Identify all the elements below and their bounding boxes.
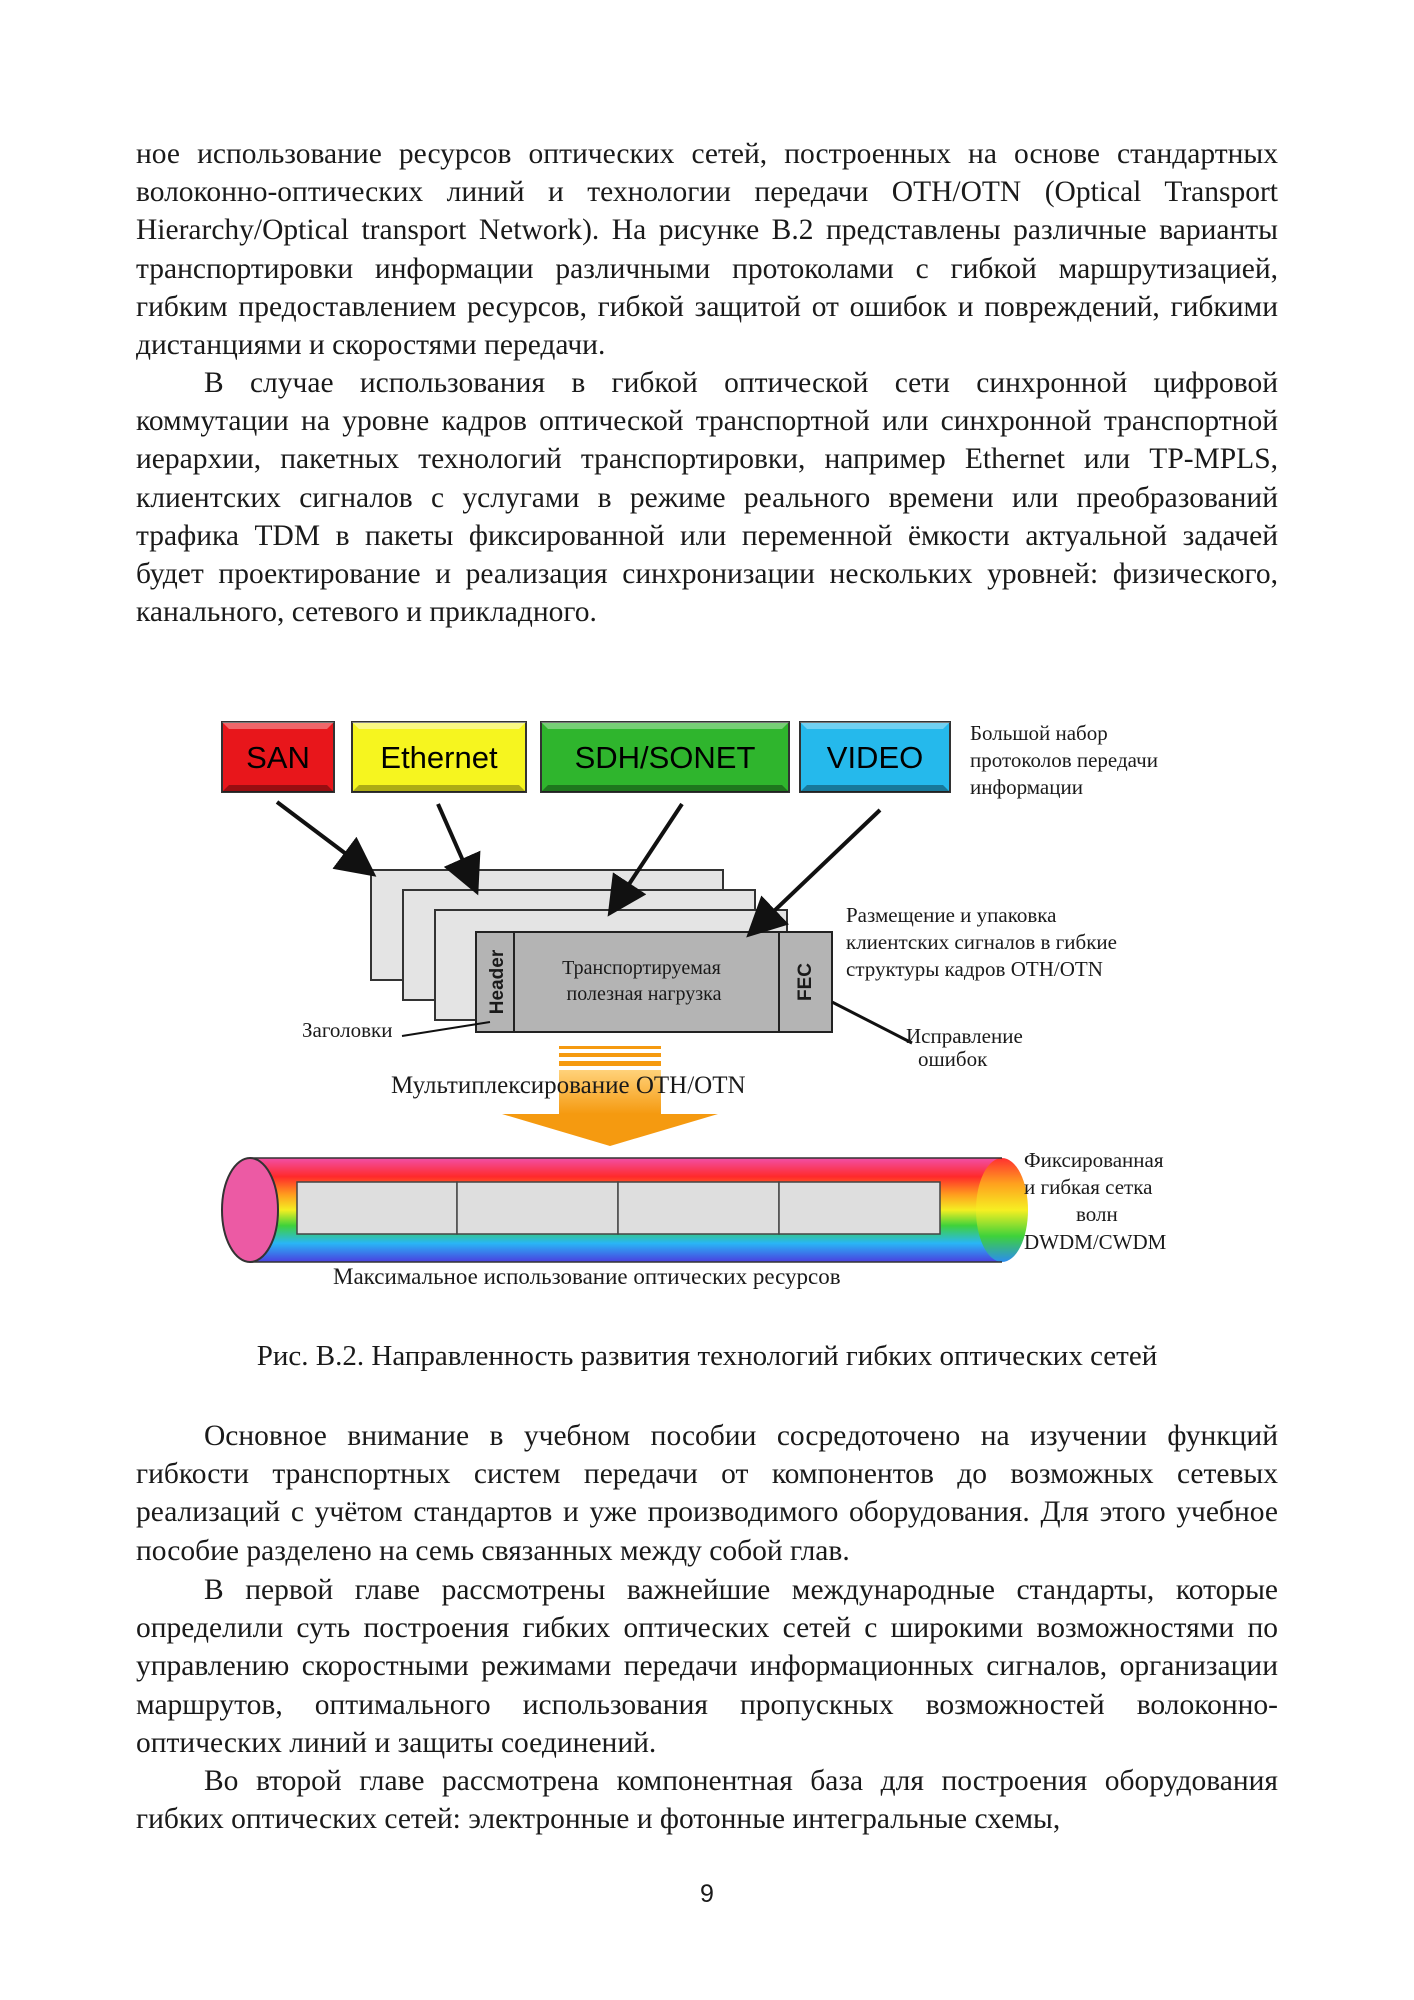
- mux-arrow: [502, 1046, 718, 1146]
- figure-b2: SAN Ethernet SDH/SONET VIDEO Большой наб…: [221, 721, 1169, 1289]
- protocol-san: SAN: [221, 721, 335, 793]
- arrow: [275, 800, 377, 877]
- frame-fec-label: FEC: [795, 963, 816, 1001]
- frame-payload-label: Транспортируемая полезная нагрузка: [562, 957, 726, 1005]
- note-protocols: Большой набор протоколов передачи информ…: [970, 721, 1163, 799]
- paragraph-3: Основное внимание в учебном пособии соср…: [136, 1420, 1278, 1567]
- page-number: 9: [700, 1880, 714, 1908]
- paragraph-2: В случае использования в гибкой оптическ…: [136, 367, 1278, 629]
- protocol-ethernet: Ethernet: [351, 721, 527, 793]
- paragraph-4: В первой главе рассмотрены важнейшие меж…: [136, 1574, 1278, 1759]
- note-packing: Размещение и упаковка клиентских сигнало…: [846, 903, 1122, 981]
- leader-fec: [831, 1000, 913, 1045]
- paragraph-1: ное использование ресурсов оптических се…: [136, 138, 1278, 362]
- wavelength-slot: [778, 1181, 941, 1235]
- note-grid: Фиксированная и гибкая сетка волн DWDM/C…: [1024, 1148, 1169, 1254]
- arrow: [436, 803, 481, 896]
- arrow: [746, 808, 882, 938]
- leader-headers: [401, 1021, 491, 1037]
- protocol-label: SAN: [246, 740, 310, 775]
- protocol-label: Ethernet: [380, 740, 498, 775]
- label-headers: Заголовки: [302, 1018, 393, 1042]
- paragraph-5: Во второй главе рассмотрена компонентная…: [136, 1765, 1278, 1836]
- arrow: [607, 802, 684, 917]
- label-multiplexing: Мультиплексирование OTH/OTN: [391, 1072, 746, 1099]
- wavelength-slot: [296, 1181, 458, 1235]
- fiber-tube: [221, 1157, 1028, 1263]
- label-fec: Исправление ошибок: [906, 1024, 1028, 1071]
- protocol-label: VIDEO: [827, 740, 923, 775]
- label-max-usage: Максимальное использование оптических ре…: [333, 1264, 841, 1289]
- protocol-sdh-sonet: SDH/SONET: [540, 721, 790, 793]
- wavelength-slot: [456, 1181, 619, 1235]
- figure-caption: Рис. В.2. Направленность развития технол…: [256, 1340, 1158, 1372]
- wavelength-slot: [617, 1181, 780, 1235]
- protocol-video: VIDEO: [799, 721, 951, 793]
- otn-frame: Header FEC Транспортируемая полезная наг…: [475, 931, 833, 1033]
- frame-header-label: Header: [487, 949, 508, 1014]
- protocol-label: SDH/SONET: [575, 740, 756, 775]
